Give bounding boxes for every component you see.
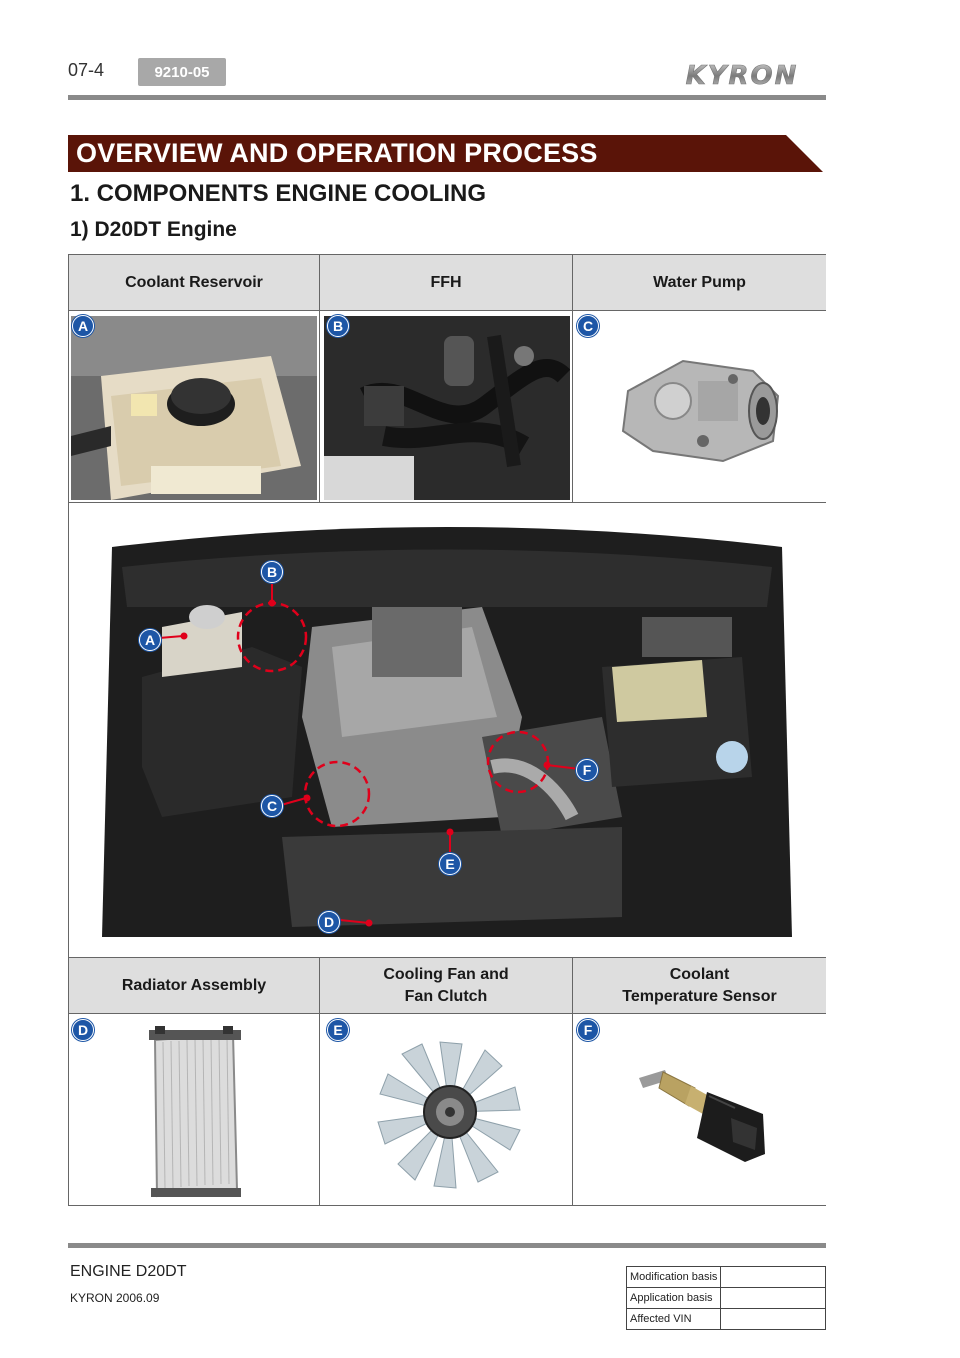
footer-subtitle: KYRON 2006.09 [70,1291,160,1305]
image-cell-ffh: B [320,311,573,503]
engine-marker-f: F [576,759,598,781]
revision-info-table: Modification basis Application basis Aff… [625,1266,826,1330]
ffh-photo [324,316,570,500]
page-number: 07-4 [68,60,105,80]
brand-logo-text: KYRON [686,62,799,88]
header-label: Water Pump [653,273,746,291]
info-value [720,1287,826,1309]
coolant-reservoir-photo [71,316,317,500]
engine-marker-e: E [439,853,461,875]
header-label: FFH [430,273,462,291]
marker-f: F [577,1019,599,1041]
top-rule [68,95,826,100]
water-pump-photo [613,351,793,481]
info-row-modification: Modification basis [625,1266,826,1288]
bottom-rule [68,1243,826,1248]
radiator-photo [147,1026,243,1202]
header-ffh: FFH [320,255,573,311]
engine-marker-a: A [139,629,161,651]
banner-title: OVERVIEW AND OPERATION PROCESS [76,138,598,168]
engine-bay-callouts [158,583,580,927]
brand-logo-graphic: KYRON [685,61,799,92]
header-label: Coolant Reservoir [125,273,263,291]
marker-b: B [327,315,349,337]
image-cell-radiator: D [69,1014,320,1205]
info-label: Application basis [625,1287,722,1309]
header-label-line1: Cooling Fan and [383,965,509,983]
info-value [720,1266,826,1288]
header-label-line1: Coolant [669,965,730,983]
header-coolant-reservoir: Coolant Reservoir [69,255,320,311]
engine-bay-photo [102,517,792,947]
section-title: 1. COMPONENTS ENGINE COOLING [70,180,487,207]
components-table: Coolant Reservoir FFH Water Pump A B [68,254,826,1206]
info-row-affected-vin: Affected VIN [625,1308,826,1330]
temp-sensor-photo [635,1058,775,1168]
engine-marker-d: D [318,911,340,933]
footer-title: ENGINE D20DT [70,1263,187,1280]
info-value [720,1308,826,1330]
header-cooling-fan: Cooling Fan and Fan Clutch [320,958,573,1014]
section-banner: OVERVIEW AND OPERATION PROCESS [68,135,823,172]
marker-a: A [72,315,94,337]
header-coolant-temp-sensor: Coolant Temperature Sensor [573,958,826,1014]
image-cell-cooling-fan: E [320,1014,573,1205]
marker-c: C [577,315,599,337]
info-row-application: Application basis [625,1287,826,1309]
marker-e: E [327,1019,349,1041]
header-label: Radiator Assembly [121,976,267,994]
engine-bay-cell: A B C D E F [69,503,826,958]
info-label: Modification basis [625,1266,722,1288]
header-label-line2: Temperature Sensor [622,987,777,1005]
image-cell-water-pump: C [573,311,826,503]
engine-marker-c: C [261,795,283,817]
code-badge: 9210-05 [138,58,226,86]
section-subtitle: 1) D20DT Engine [70,218,237,241]
engine-marker-b: B [261,561,283,583]
brand-logo: KYRON [655,61,830,92]
image-cell-coolant-reservoir: A [69,311,320,503]
marker-d: D [72,1019,94,1041]
header-water-pump: Water Pump [573,255,826,311]
cooling-fan-photo [370,1032,530,1192]
info-label: Affected VIN [625,1308,722,1330]
header-label-line2: Fan Clutch [404,987,488,1005]
header-radiator-assembly: Radiator Assembly [69,958,320,1014]
image-cell-temp-sensor: F [573,1014,826,1205]
